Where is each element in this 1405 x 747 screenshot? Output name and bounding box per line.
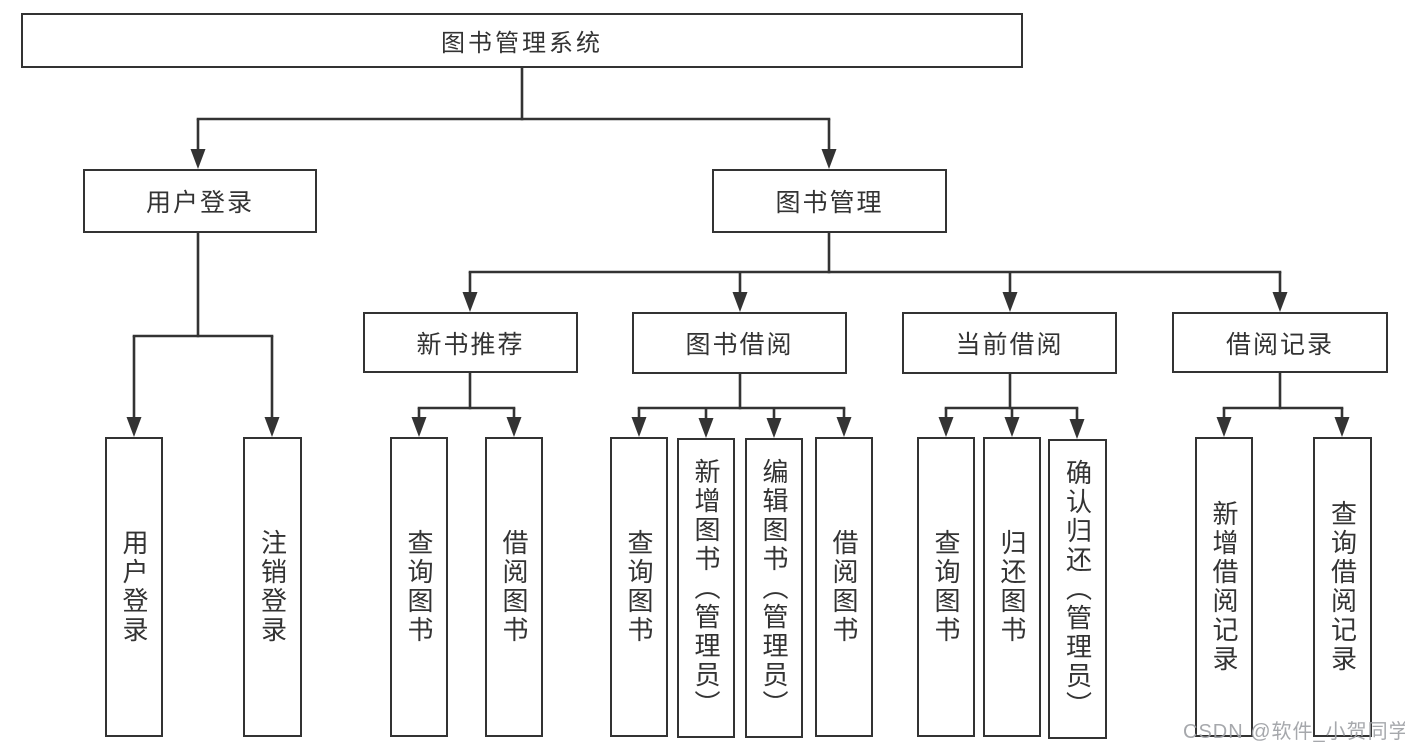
- leaf-user-login: 用户登录: [105, 437, 163, 737]
- leaf-borrow-books-borrowing: 借阅图书: [815, 437, 873, 737]
- node-label: 查询图书: [404, 529, 434, 645]
- node-label: 用户登录: [119, 529, 149, 645]
- node-label: 查询借阅记录: [1327, 500, 1358, 674]
- node-label: 查询图书: [931, 529, 961, 645]
- node-label: 当前借阅: [955, 331, 1064, 359]
- node-library-management-system: 图书管理系统: [21, 13, 1023, 68]
- leaf-return-books: 归还图书: [983, 437, 1041, 737]
- node-label: 确认归还（管理员）: [1062, 458, 1093, 720]
- leaf-add-book-admin: 新增图书（管理员）: [677, 438, 735, 738]
- node-label: 归还图书: [997, 529, 1027, 645]
- node-book-borrowing: 图书借阅: [632, 312, 847, 374]
- leaf-logout: 注销登录: [243, 437, 302, 737]
- node-label: 新增图书（管理员）: [691, 457, 721, 719]
- node-label: 图书管理系统: [441, 30, 603, 57]
- leaf-query-books-recommend: 查询图书: [390, 437, 448, 737]
- node-label: 借阅图书: [499, 529, 529, 645]
- node-book-management-branch: 图书管理: [712, 169, 947, 233]
- node-current-borrowing: 当前借阅: [902, 312, 1117, 374]
- leaf-add-borrow-record: 新增借阅记录: [1195, 437, 1253, 737]
- leaf-borrow-books-recommend: 借阅图书: [485, 437, 543, 737]
- node-user-login-branch: 用户登录: [83, 169, 317, 233]
- node-borrowing-records: 借阅记录: [1172, 312, 1388, 373]
- node-label: 图书管理: [775, 189, 884, 217]
- node-label: 查询图书: [624, 529, 654, 645]
- node-label: 新增借阅记录: [1209, 500, 1239, 674]
- watermark: CSDN @软件_小贺同学: [1183, 721, 1405, 743]
- leaf-query-books-current: 查询图书: [917, 437, 975, 737]
- node-label: 编辑图书（管理员）: [759, 457, 789, 719]
- node-new-book-recommendation: 新书推荐: [363, 312, 578, 373]
- leaf-query-books-borrowing: 查询图书: [610, 437, 668, 737]
- leaf-query-borrow-record: 查询借阅记录: [1313, 437, 1372, 737]
- node-label: 注销登录: [257, 529, 288, 645]
- leaf-edit-book-admin: 编辑图书（管理员）: [745, 438, 803, 738]
- leaf-confirm-return-admin: 确认归还（管理员）: [1048, 439, 1107, 739]
- node-label: 借阅图书: [829, 529, 859, 645]
- node-label: 新书推荐: [416, 330, 525, 359]
- node-label: 用户登录: [145, 189, 254, 217]
- node-label: 借阅记录: [1225, 330, 1334, 359]
- node-label: 图书借阅: [685, 331, 794, 359]
